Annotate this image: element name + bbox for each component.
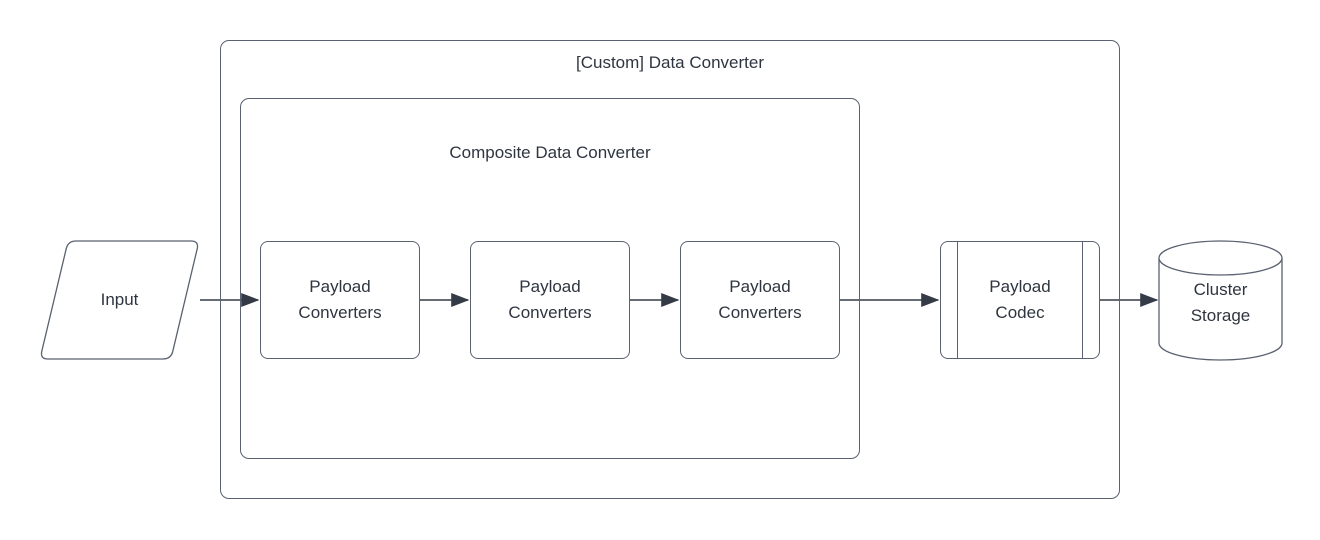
cylinder-top xyxy=(1158,240,1283,276)
custom-data-converter-container: [Custom] Data Converter xyxy=(220,40,1120,499)
cylinder-body xyxy=(1158,258,1283,361)
node-payload-converters-1: Payload Converters xyxy=(260,241,420,359)
input-parallelogram-shape xyxy=(40,240,199,360)
node-label: Payload Converters xyxy=(298,277,382,322)
inner-container-title: Composite Data Converter xyxy=(449,143,651,162)
outer-container-title: [Custom] Data Converter xyxy=(575,53,764,72)
subroutine-left-line xyxy=(957,242,958,358)
node-label: Payload Codec xyxy=(989,277,1051,322)
composite-data-converter-container: Composite Data Converter xyxy=(240,98,860,459)
node-payload-codec: Payload Codec xyxy=(940,241,1100,359)
node-label: Payload Converters xyxy=(508,277,592,322)
node-payload-converters-2: Payload Converters xyxy=(470,241,630,359)
storage-cylinder-shape xyxy=(1158,240,1283,361)
subroutine-right-line xyxy=(1082,242,1083,358)
node-payload-converters-3: Payload Converters xyxy=(680,241,840,359)
node-label: Payload Converters xyxy=(718,277,802,322)
